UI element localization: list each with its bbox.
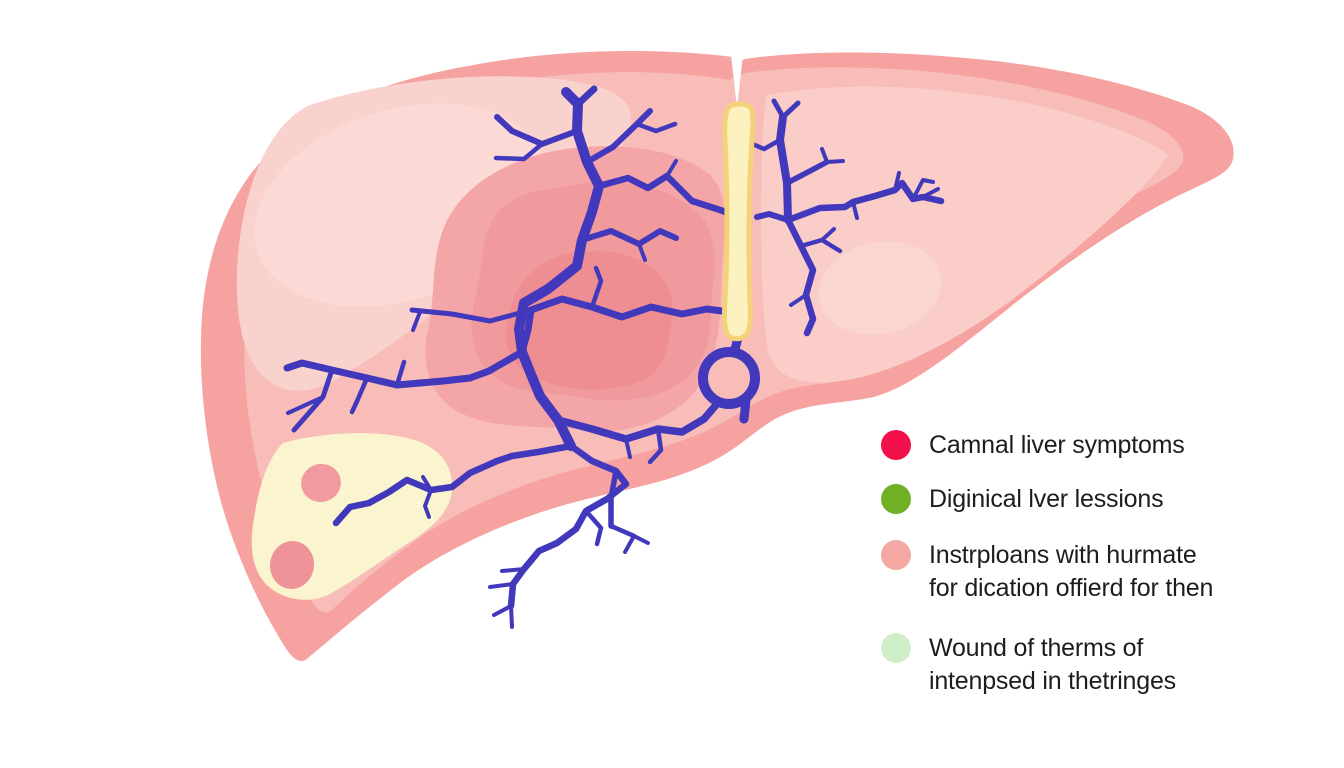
legend-label-2: Diginical lver lessions [929,483,1164,516]
lobe-notch [731,55,743,108]
legend-label-1: Camnal liver symptoms [929,429,1185,462]
legend-label-4: Wound of therms of intenpsed in thetring… [929,632,1176,698]
legend: Camnal liver symptoms Diginical lver les… [881,429,1231,729]
gallstone-upper [301,463,341,503]
legend-dot-green [881,484,911,514]
falciform-ligament [721,101,756,342]
gallstone-lower [269,541,315,589]
portal-vein-branches [283,85,945,629]
legend-item-4: Wound of therms of intenpsed in thetring… [881,632,1176,698]
legend-dot-salmon [881,540,911,570]
legend-dot-red [881,430,911,460]
legend-item-3: Instrploans with hurmate for dication of… [881,539,1213,605]
legend-label-2-line-1: Diginical lver lessions [929,485,1164,513]
right-lobe-soft-patch [818,241,942,335]
legend-label-4-line-1: Wound of therms of [929,634,1144,662]
legend-label-4-line-2: intenpsed in thetringes [929,667,1176,695]
legend-label-3-line-2: for dication offierd for then [929,574,1214,602]
legend-label-3: Instrploans with hurmate for dication of… [929,539,1213,605]
legend-label-1-line-1: Camnal liver symptoms [929,431,1185,459]
legend-item-1: Camnal liver symptoms [881,429,1185,462]
legend-dot-pale-green [881,633,911,663]
legend-item-2: Diginical lver lessions [881,483,1164,516]
legend-label-3-line-1: Instrploans with hurmate [929,541,1197,569]
